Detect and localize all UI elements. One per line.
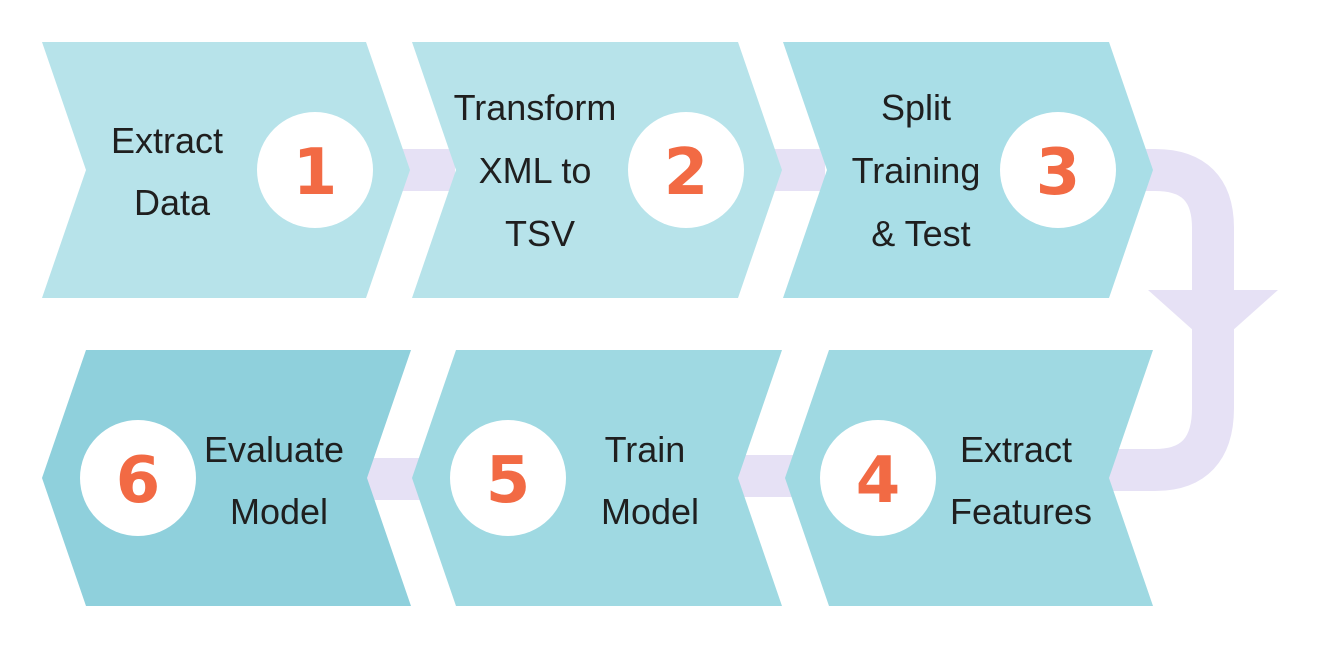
step-1-number: 1	[293, 136, 338, 210]
step-2-label-line-3: TSV	[505, 213, 575, 254]
step-3-chevron	[783, 42, 1153, 298]
step-4-chevron	[785, 350, 1153, 606]
step-6-label: Evaluate Model	[204, 429, 354, 532]
step-3-label-line-2: Training	[852, 150, 981, 191]
step-3-number: 3	[1036, 136, 1081, 210]
step-1-label-line-2: Data	[134, 182, 211, 223]
step-3-label-line-3: & Test	[871, 213, 970, 254]
step-4-number: 4	[856, 444, 901, 518]
step-4: 4 Extract Features	[785, 350, 1153, 606]
step-2-number-circle	[628, 112, 744, 228]
step-1-label-line-1: Extract	[111, 120, 223, 161]
step-6-label-line-2: Model	[230, 491, 328, 532]
step-5-number-circle	[450, 420, 566, 536]
step-1-label: Extract Data	[111, 120, 233, 223]
step-5-label: Train Model	[601, 429, 699, 532]
step-5-number: 5	[486, 444, 531, 518]
step-3-number-circle	[1000, 112, 1116, 228]
step-2-label: Transform XML to TSV	[454, 87, 627, 254]
step-1-chevron	[42, 42, 410, 298]
step-6-label-line-1: Evaluate	[204, 429, 344, 470]
step-5: 5 Train Model	[412, 350, 782, 606]
step-6-chevron	[42, 350, 411, 606]
step-4-label-line-1: Extract	[960, 429, 1072, 470]
step-2-number: 2	[664, 136, 709, 210]
step-1: 1 Extract Data	[42, 42, 410, 298]
step-5-chevron	[412, 350, 782, 606]
step-6: 6 Evaluate Model	[42, 350, 411, 606]
step-3-label-line-1: Split	[881, 87, 951, 128]
step-4-number-circle	[820, 420, 936, 536]
connector-arrowhead	[1148, 290, 1278, 348]
step-2-chevron	[412, 42, 782, 298]
step-5-label-line-2: Model	[601, 491, 699, 532]
step-2: 2 Transform XML to TSV	[412, 42, 782, 298]
step-4-label: Extract Features	[950, 429, 1092, 532]
step-5-label-line-1: Train	[605, 429, 686, 470]
step-1-number-circle	[257, 112, 373, 228]
step-3: 3 Split Training & Test	[783, 42, 1153, 298]
step-6-number-circle	[80, 420, 196, 536]
step-2-label-line-2: XML to	[479, 150, 592, 191]
step-4-label-line-2: Features	[950, 491, 1092, 532]
step-6-number: 6	[116, 444, 161, 518]
step-3-label: Split Training & Test	[852, 87, 991, 254]
step-2-label-line-1: Transform	[454, 87, 617, 128]
